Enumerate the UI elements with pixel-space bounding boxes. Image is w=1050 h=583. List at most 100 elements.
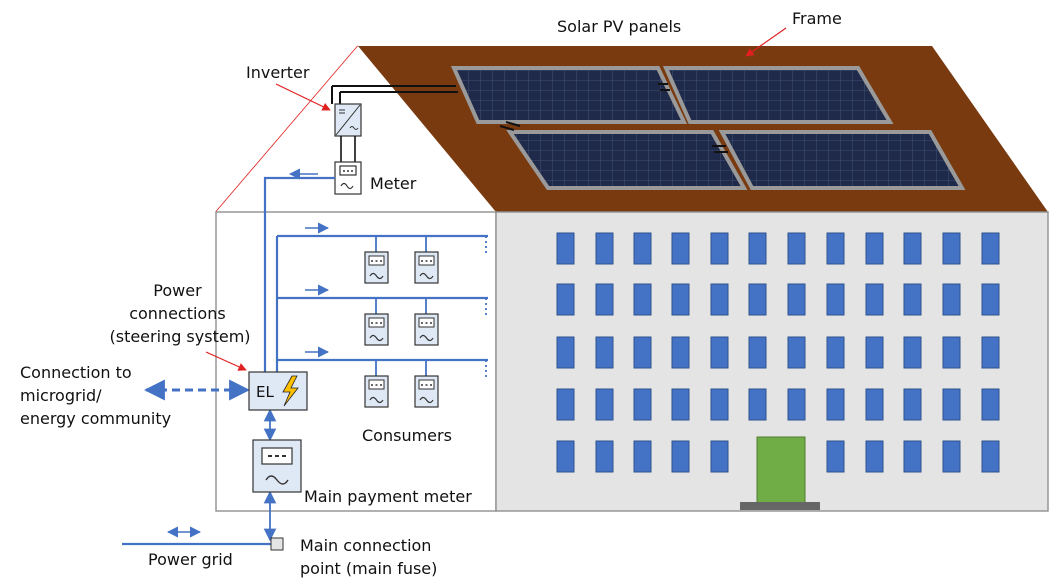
- window: [748, 232, 767, 265]
- window: [710, 388, 729, 421]
- window: [595, 388, 614, 421]
- pv-meter: [334, 161, 362, 195]
- label-connection-line2: microgrid/: [20, 386, 102, 405]
- label-connection-line3: energy community: [20, 409, 171, 428]
- panel-cable: [712, 145, 728, 153]
- window: [981, 283, 1000, 316]
- window: [556, 336, 575, 369]
- door-step: [740, 502, 820, 510]
- window: [710, 283, 729, 316]
- consumer-meters: [364, 251, 439, 408]
- label-power-connections-line1: Power: [153, 281, 202, 300]
- window: [556, 283, 575, 316]
- consumer-meter: [364, 313, 389, 346]
- window: [942, 388, 961, 421]
- window: [903, 232, 922, 265]
- window: [787, 388, 806, 421]
- window: [556, 232, 575, 265]
- window: [556, 388, 575, 421]
- window: [865, 388, 884, 421]
- main-payment-meter-device: [252, 439, 302, 493]
- label-meter: Meter: [370, 174, 417, 193]
- window: [710, 232, 729, 265]
- solar-panel: [718, 130, 966, 190]
- window: [710, 440, 729, 473]
- window: [942, 336, 961, 369]
- window: [671, 232, 690, 265]
- window: [748, 336, 767, 369]
- solar-panels: [332, 66, 966, 190]
- window: [981, 440, 1000, 473]
- window: [671, 388, 690, 421]
- branch-continuation: [448, 235, 488, 378]
- window: [903, 440, 922, 473]
- window: [826, 283, 845, 316]
- window: [865, 283, 884, 316]
- window: [710, 336, 729, 369]
- window: [787, 283, 806, 316]
- flow-arrows: [166, 168, 330, 538]
- window: [595, 232, 614, 265]
- consumer-meter: [414, 251, 439, 284]
- consumer-meter: [414, 313, 439, 346]
- window: [826, 388, 845, 421]
- window: [981, 336, 1000, 369]
- window: [826, 232, 845, 265]
- lightning-icon: [282, 375, 299, 407]
- panel-cable: [499, 121, 521, 131]
- label-power-connections: Power connections (steering system): [109, 281, 250, 346]
- consumer-meter: [414, 375, 439, 408]
- label-power-connections-line2: connections: [129, 304, 226, 323]
- window: [595, 283, 614, 316]
- consumer-meter: [364, 375, 389, 408]
- label-power-connections-line3: (steering system): [109, 327, 250, 346]
- window: [671, 440, 690, 473]
- label-main-connection-line1: Main connection: [300, 536, 431, 555]
- window: [787, 336, 806, 369]
- window: [633, 388, 652, 421]
- label-main-connection-point: Main connection point (main fuse): [300, 536, 437, 578]
- window: [981, 232, 1000, 265]
- window: [595, 336, 614, 369]
- window: [595, 440, 614, 473]
- window: [633, 232, 652, 265]
- window: [671, 336, 690, 369]
- window: [826, 440, 845, 473]
- wiring: [122, 176, 488, 546]
- el-unit: EL: [248, 371, 308, 411]
- label-consumers: Consumers: [362, 426, 452, 445]
- solar-panel: [506, 130, 748, 190]
- window: [748, 283, 767, 316]
- label-power-grid: Power grid: [148, 550, 233, 569]
- window: [633, 336, 652, 369]
- window: [981, 388, 1000, 421]
- window: [633, 283, 652, 316]
- window: [826, 336, 845, 369]
- label-main-connection-line2: point (main fuse): [300, 559, 437, 578]
- consumer-drops: [375, 236, 427, 376]
- label-main-payment-meter: Main payment meter: [304, 487, 472, 506]
- consumer-meter: [364, 251, 389, 284]
- window: [865, 440, 884, 473]
- door: [756, 436, 806, 504]
- label-connection-line1: Connection to: [20, 363, 132, 382]
- window: [903, 336, 922, 369]
- label-connection-microgrid: Connection to microgrid/ energy communit…: [20, 363, 171, 428]
- window: [865, 336, 884, 369]
- label-frame: Frame: [792, 9, 842, 28]
- window: [903, 388, 922, 421]
- panel-cable: [332, 85, 458, 93]
- window: [942, 283, 961, 316]
- window: [903, 283, 922, 316]
- label-inverter: Inverter: [246, 63, 310, 82]
- pointer-arrows: [205, 27, 787, 371]
- window: [748, 388, 767, 421]
- window: [671, 283, 690, 316]
- window: [942, 232, 961, 265]
- window: [633, 440, 652, 473]
- window: [787, 232, 806, 265]
- window: [865, 232, 884, 265]
- window: [556, 440, 575, 473]
- el-unit-label: EL: [256, 383, 274, 401]
